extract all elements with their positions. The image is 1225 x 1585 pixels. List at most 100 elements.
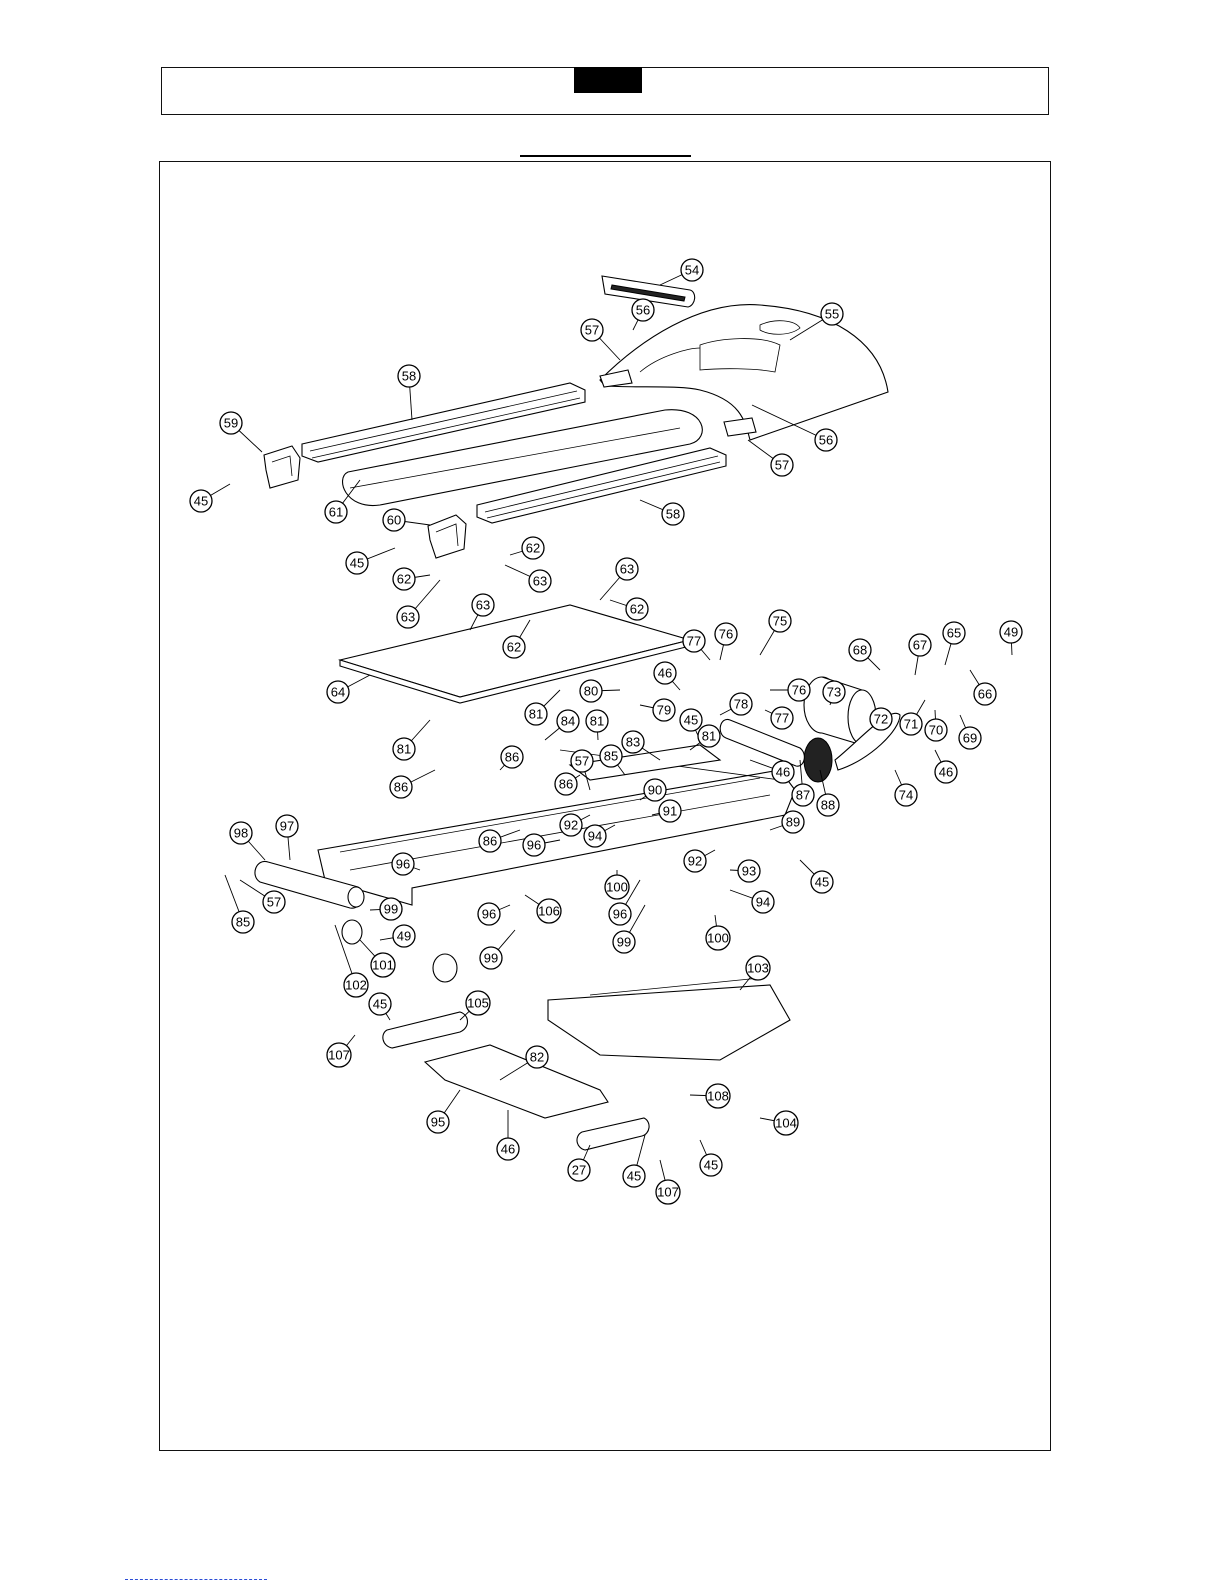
callout-circle (522, 833, 546, 857)
callout-number: 45 (684, 713, 698, 728)
callout-45: 45 (345, 547, 396, 575)
callout-circle (521, 536, 545, 560)
callout-circle (680, 258, 704, 282)
top-cover-panel (601, 275, 696, 308)
callout-circle (426, 1110, 450, 1134)
footer-link[interactable] (125, 1578, 267, 1580)
side-rail-upper (301, 382, 586, 463)
callout-circle (787, 678, 811, 702)
callout-circle (579, 679, 603, 703)
callout-number: 87 (796, 788, 810, 803)
callout-number: 56 (636, 303, 650, 318)
callout-number: 60 (387, 513, 401, 528)
callout-number: 62 (507, 640, 521, 655)
callout-circle (465, 990, 491, 1016)
callout-circle (370, 952, 396, 978)
callout-circle (653, 661, 677, 685)
callout-88: 88 (816, 769, 840, 817)
callout-number: 45 (350, 556, 364, 571)
callout-circle (816, 793, 840, 817)
callout-number: 99 (484, 951, 498, 966)
callout-circle (524, 702, 548, 726)
callout-circle (683, 849, 707, 873)
callout-62: 62 (392, 567, 431, 591)
callout-circle (326, 1042, 352, 1068)
callout-circle (958, 726, 982, 750)
callout-circle (894, 783, 918, 807)
callout-number: 85 (604, 749, 618, 764)
callout-77: 77 (764, 706, 794, 730)
callout-circle (615, 557, 639, 581)
callout-circle (771, 760, 795, 784)
callout-86: 86 (554, 772, 581, 796)
callout-83: 83 (621, 730, 661, 761)
callout-98: 98 (229, 821, 266, 861)
callout-54: 54 (659, 258, 704, 286)
callout-number: 57 (575, 754, 589, 769)
callout-63: 63 (504, 564, 552, 593)
callout-circle (924, 718, 948, 742)
callout-70: 70 (924, 709, 948, 742)
callout-number: 92 (564, 818, 578, 833)
callout-circle (705, 1083, 731, 1109)
callout-86: 86 (389, 769, 436, 799)
callout-number: 103 (747, 961, 769, 976)
callout-78: 78 (719, 692, 753, 716)
callout-63: 63 (396, 579, 441, 629)
callout-91: 91 (651, 799, 682, 823)
callout-circle (219, 411, 243, 435)
callout-number: 86 (394, 780, 408, 795)
callout-circle (397, 364, 421, 388)
callout-circle (502, 635, 526, 659)
callout-number: 94 (756, 895, 770, 910)
callout-46: 46 (749, 759, 795, 784)
callout-circle (652, 698, 676, 722)
lower-base-pan (547, 977, 791, 1061)
callout-circle (229, 821, 253, 845)
callout-105: 105 (459, 990, 491, 1021)
callout-number: 67 (913, 638, 927, 653)
callout-76: 76 (714, 622, 738, 661)
callout-84: 84 (544, 709, 580, 741)
callout-number: 79 (657, 703, 671, 718)
callout-circle (810, 870, 834, 894)
callout-circle (822, 680, 846, 704)
callout-circle (580, 318, 604, 342)
callout-circle (737, 859, 761, 883)
callout-45: 45 (189, 483, 231, 513)
callout-number: 46 (939, 765, 953, 780)
callout-circle (791, 783, 815, 807)
callout-circle (714, 622, 738, 646)
callout-69: 69 (958, 714, 982, 750)
callout-96: 96 (608, 879, 641, 926)
callout-circle (682, 629, 706, 653)
callout-number: 57 (775, 458, 789, 473)
callout-number: 86 (505, 750, 519, 765)
callout-circle (567, 1158, 591, 1182)
callout-97: 97 (275, 814, 299, 861)
callout-number: 84 (561, 714, 575, 729)
callout-63: 63 (599, 557, 639, 601)
callout-number: 96 (527, 838, 541, 853)
callout-46: 46 (934, 749, 958, 784)
callout-57: 57 (747, 439, 794, 477)
callout-56: 56 (751, 404, 838, 452)
callout-number: 45 (815, 875, 829, 890)
callout-circle (621, 730, 645, 754)
callout-68: 68 (848, 638, 881, 671)
callout-74: 74 (894, 769, 918, 807)
callout-circle (729, 692, 753, 716)
callout-number: 99 (617, 935, 631, 950)
callout-99: 99 (479, 929, 516, 970)
callout-circle (231, 910, 255, 934)
callout-number: 82 (530, 1050, 544, 1065)
callout-55: 55 (789, 302, 844, 341)
callout-circle (643, 778, 667, 802)
callout-number: 100 (707, 931, 729, 946)
callout-number: 96 (613, 907, 627, 922)
callout-79: 79 (639, 698, 676, 722)
callout-46: 46 (653, 661, 681, 691)
callout-57: 57 (580, 318, 621, 361)
